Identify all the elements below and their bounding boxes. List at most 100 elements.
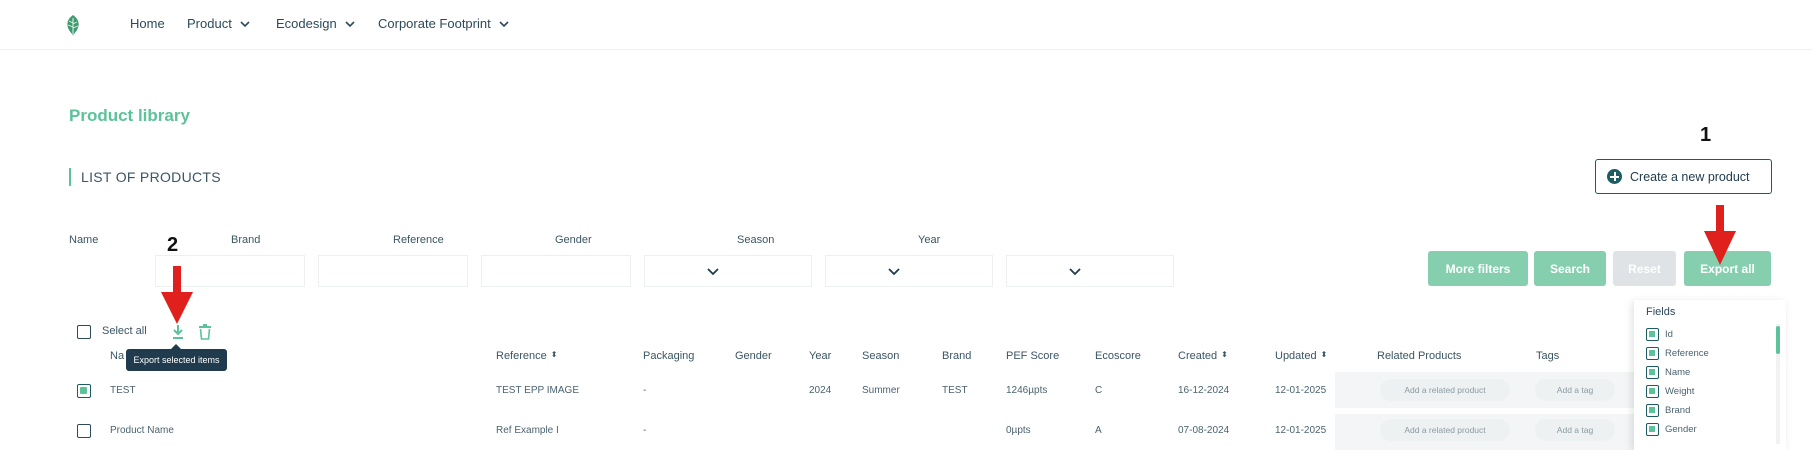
row-year: 2024 <box>809 385 832 396</box>
nav-ecodesign[interactable]: Ecodesign <box>276 16 355 31</box>
create-product-label: Create a new product <box>1630 169 1750 184</box>
select-all-checkbox[interactable] <box>77 325 91 339</box>
fields-scrollbar-thumb[interactable] <box>1776 326 1780 354</box>
col-header-season[interactable]: Season <box>862 350 900 362</box>
col-header-brand[interactable]: Brand <box>942 350 972 362</box>
row-ecoscore: C <box>1095 385 1103 396</box>
col-header-related-products[interactable]: Related Products <box>1377 350 1462 362</box>
filter-label-brand: Brand <box>231 234 261 246</box>
chevron-down-icon <box>499 20 509 27</box>
col-header-name[interactable]: Na <box>110 350 125 362</box>
col-header-gender[interactable]: Gender <box>735 350 772 362</box>
gender-filter-select[interactable] <box>644 255 812 287</box>
row-checkbox[interactable] <box>77 384 91 398</box>
field-option-brand[interactable]: Brand <box>1646 404 1690 417</box>
chevron-down-icon <box>888 268 900 276</box>
field-checkbox[interactable] <box>1646 366 1659 379</box>
row-reference: Ref Example I <box>496 425 559 436</box>
annotation-step-1: 1 <box>1700 124 1712 146</box>
row-packaging: - <box>643 385 647 396</box>
filter-label-gender: Gender <box>555 234 592 246</box>
field-checkbox[interactable] <box>1646 347 1659 360</box>
annotation-arrow-down-icon <box>161 266 193 324</box>
filter-label-season: Season <box>737 234 775 246</box>
add-tag-button[interactable]: Add a tag <box>1535 379 1615 401</box>
nav-home[interactable]: Home <box>130 16 165 31</box>
field-option-reference[interactable]: Reference <box>1646 347 1709 360</box>
search-button[interactable]: Search <box>1534 251 1606 286</box>
row-name[interactable]: Product Name <box>110 425 174 436</box>
season-filter-select[interactable] <box>825 255 993 287</box>
field-checkbox[interactable] <box>1646 385 1659 398</box>
field-checkbox[interactable] <box>1646 423 1659 436</box>
row-pef-score: 0µpts <box>1006 425 1031 436</box>
filter-label-reference: Reference <box>393 234 444 246</box>
filter-label-name: Name <box>69 234 99 246</box>
annotation-arrow-down-icon <box>1704 205 1736 265</box>
field-option-id[interactable]: Id <box>1646 328 1673 341</box>
field-option-label: Gender <box>1665 424 1697 435</box>
col-header-packaging[interactable]: Packaging <box>643 350 695 362</box>
download-icon[interactable] <box>171 324 185 340</box>
field-checkbox[interactable] <box>1646 404 1659 417</box>
fields-dropdown-panel: Fields Id Reference Name Weight Brand Ge… <box>1634 300 1786 450</box>
row-pef-score: 1246µpts <box>1006 385 1048 396</box>
col-header-created-label: Created <box>1178 350 1218 362</box>
field-option-label: Id <box>1665 329 1673 340</box>
section-title: LIST OF PRODUCTS <box>69 168 221 186</box>
row-season: Summer <box>862 385 900 396</box>
add-related-product-button[interactable]: Add a related product <box>1380 379 1510 401</box>
reference-filter-input[interactable] <box>481 255 631 287</box>
create-product-button[interactable]: Create a new product <box>1595 159 1772 194</box>
nav-product[interactable]: Product <box>187 16 250 31</box>
more-filters-button[interactable]: More filters <box>1428 251 1528 286</box>
row-updated: 12-01-2025 <box>1275 385 1327 396</box>
annotation-step-2: 2 <box>167 234 179 256</box>
row-name[interactable]: TEST <box>110 385 136 396</box>
col-header-ecoscore[interactable]: Ecoscore <box>1095 350 1141 362</box>
trash-icon[interactable] <box>198 324 212 340</box>
plus-circle-icon <box>1607 169 1622 184</box>
add-related-product-button[interactable]: Add a related product <box>1380 419 1510 441</box>
export-all-button[interactable]: Export all <box>1684 251 1771 286</box>
sort-icon: ⬍ <box>1320 350 1328 359</box>
row-packaging: - <box>643 425 647 436</box>
col-header-updated-label: Updated <box>1275 350 1317 362</box>
nav-home-label: Home <box>130 16 165 31</box>
field-option-gender[interactable]: Gender <box>1646 423 1697 436</box>
export-tooltip: Export selected items <box>126 344 227 371</box>
row-brand: TEST <box>942 385 968 396</box>
nav-ecodesign-label: Ecodesign <box>276 16 337 31</box>
nav-corporate-footprint-label: Corporate Footprint <box>378 16 491 31</box>
col-header-pef-score[interactable]: PEF Score <box>1006 350 1060 362</box>
field-option-label: Brand <box>1665 405 1691 416</box>
nav-corporate-footprint[interactable]: Corporate Footprint <box>378 16 509 31</box>
row-created: 07-08-2024 <box>1178 425 1230 436</box>
row-checkbox[interactable] <box>77 424 91 438</box>
field-option-label: Reference <box>1665 348 1709 359</box>
row-created: 16-12-2024 <box>1178 385 1230 396</box>
chevron-down-icon <box>1069 268 1081 276</box>
col-header-updated[interactable]: Updated ⬍ <box>1275 350 1327 362</box>
reset-button[interactable]: Reset <box>1613 251 1676 286</box>
col-header-created[interactable]: Created ⬍ <box>1178 350 1228 362</box>
page-title: Product library <box>69 106 190 125</box>
row-updated: 12-01-2025 <box>1275 425 1327 436</box>
col-header-reference-label: Reference <box>496 350 547 362</box>
add-tag-button[interactable]: Add a tag <box>1535 419 1615 441</box>
chevron-down-icon <box>240 20 250 27</box>
select-all-label: Select all <box>102 325 147 337</box>
col-header-tags[interactable]: Tags <box>1536 350 1560 362</box>
sort-icon: ⬍ <box>1221 350 1228 359</box>
leaf-logo-icon[interactable] <box>64 14 82 36</box>
field-option-name[interactable]: Name <box>1646 366 1690 379</box>
brand-filter-input[interactable] <box>318 255 468 287</box>
chevron-down-icon <box>345 20 355 27</box>
fields-scrollbar-track[interactable] <box>1776 324 1780 444</box>
field-option-weight[interactable]: Weight <box>1646 385 1694 398</box>
col-header-reference[interactable]: Reference ⬍ <box>496 350 557 362</box>
year-filter-select[interactable] <box>1006 255 1174 287</box>
chevron-down-icon <box>707 268 719 276</box>
col-header-year[interactable]: Year <box>809 350 832 362</box>
field-checkbox[interactable] <box>1646 328 1659 341</box>
